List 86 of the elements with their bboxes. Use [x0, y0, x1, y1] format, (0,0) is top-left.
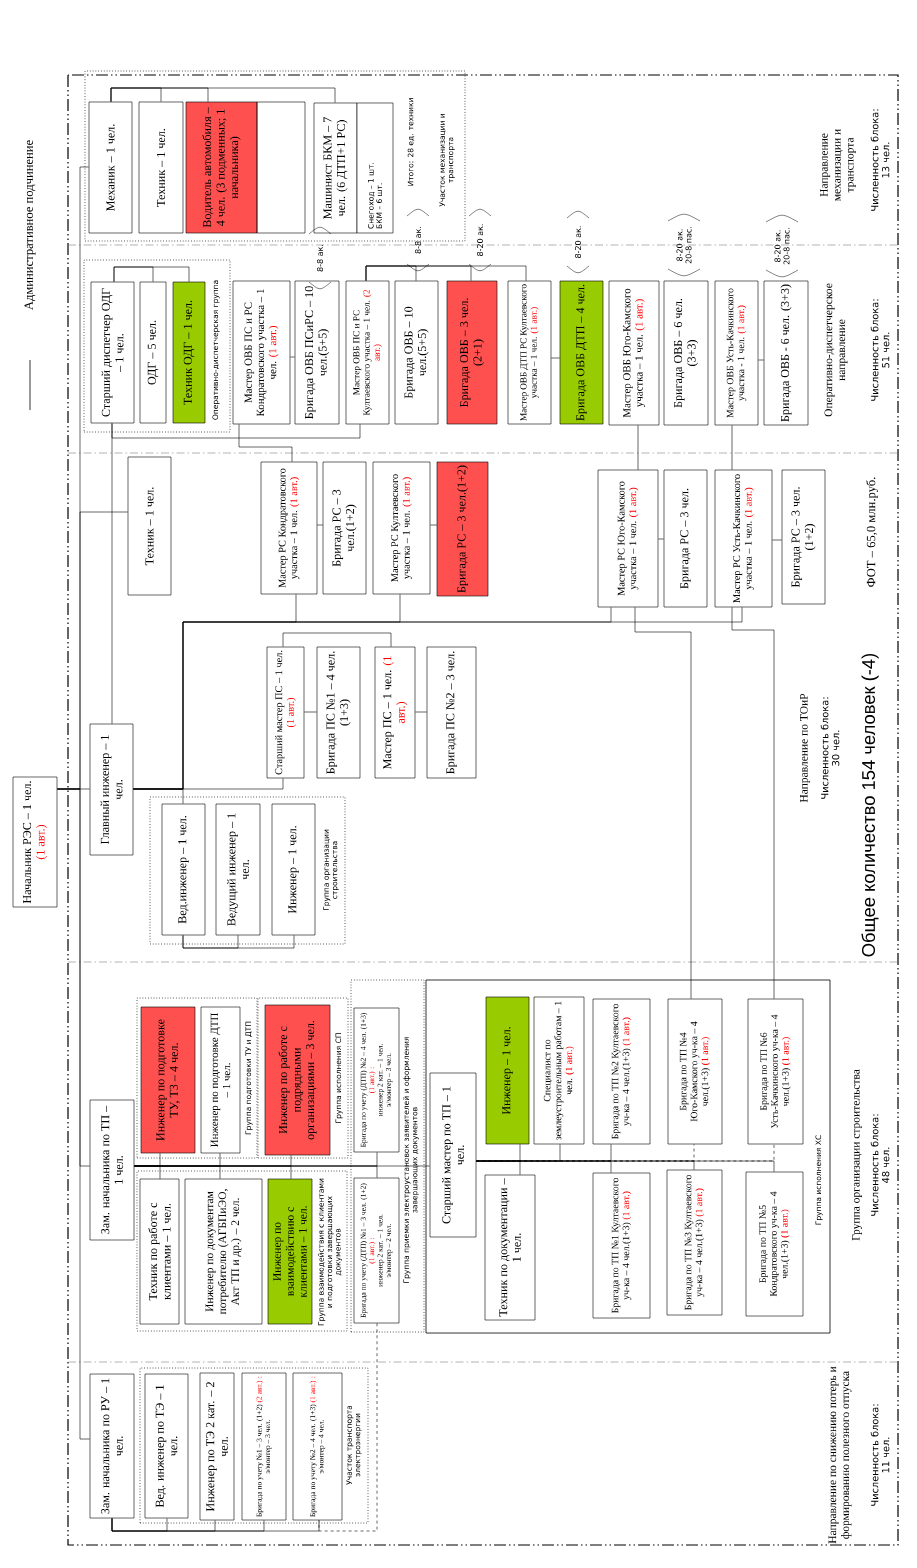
connector-line [133, 607, 743, 790]
connector-line [430, 524, 437, 526]
connector-line [318, 1323, 378, 1532]
connector-line [134, 1165, 430, 1167]
payroll-note: ФОТ – 65,0 млн.руб. [866, 477, 878, 587]
connector-line [57, 788, 90, 1440]
headcount-note: Численность блока: 51 чел. [870, 299, 890, 401]
connector-line [182, 935, 295, 949]
position-box: Вед. инженер по ТЭ – 1 чел. [144, 1373, 189, 1519]
position-box: Начальник РЭС – 1 чел. (1 авт.) [12, 776, 58, 908]
position-box: Инженер по взаимодействию с клиентами – 1 чел. [267, 1178, 313, 1325]
position-box: Техник – 1 чел. [127, 456, 172, 596]
position-box: Вед.инженер – 1 чел. [161, 803, 206, 936]
position-box: Машинист БКМ – 7 чел. (6 ДТП+1 РС) [313, 102, 358, 234]
position-box: Ведущий инженер – 1 чел. [215, 803, 261, 936]
position-box: ОДГ – 5 чел. [139, 281, 167, 424]
connector-line [637, 425, 639, 470]
position-box: Бригада РС – 3 чел. [663, 469, 708, 608]
position-box: Техник ОДГ – 1 чел. [172, 281, 206, 424]
position-box: Зам. начальника по РУ – 1 чел. [89, 1373, 135, 1519]
position-box: Техник – 1 чел. [138, 101, 184, 234]
direction-title: Группа организации строительства [852, 1069, 862, 1241]
connector-line [551, 357, 560, 359]
headcount-note: Численность блока: 11 чел. [870, 1404, 890, 1506]
position-box: Техник по работе с клиентами – 1 чел. [139, 1178, 180, 1325]
shift-label: 8-20 ак. 20-8 пас. [765, 215, 799, 277]
connector-line [634, 607, 692, 999]
connector-line [415, 711, 427, 713]
position-box: Инженер по подготовке ТУ, ТЗ – 4 чел. [140, 1006, 196, 1154]
direction-title: Направление механизации и транспорта [820, 129, 856, 201]
position-box: Бригада ОВБ – 10 чел.(5+5) [394, 280, 439, 425]
shift-label: 8-20 ак. [468, 209, 492, 271]
position-box: Механик – 1 чел. [88, 101, 133, 234]
position-box: Старший диспетчер ОДГ – 1 чел. [90, 281, 135, 424]
position-box: Мастер ОВБ ПС и РС Култаевского участка – 1 чел. (2 авт.) [345, 280, 390, 425]
connector-line [731, 607, 775, 999]
position-box: Инженер по ТЭ 2 кат. – 2 чел. [199, 1372, 235, 1521]
connector-line [317, 524, 323, 526]
connector-line [476, 1160, 775, 1172]
position-box: Бригада РС – 3 чел. (1+2) [781, 469, 826, 605]
direction-title: Направление по ТОиР [800, 693, 811, 803]
position-box: Инженер по документам потребителю (АГБПиЭО, Акт ТП и др.) – 2 чел. [184, 1178, 263, 1325]
position-box: Зам. начальника по ТП – 1 чел. [89, 1099, 135, 1241]
position-box: Водитель автомобиля – 4 чел. (3 подменных; 1 начальника) [185, 101, 258, 234]
connector-line [238, 424, 293, 462]
headcount-note: Численность блока: 30 чел. [820, 697, 840, 799]
position-box: Бригада ОВБ – 6 чел. (3+3) [663, 280, 709, 426]
connector-line [111, 423, 361, 439]
connector-line [282, 632, 392, 647]
position-box: Инженер – 1 чел. [485, 996, 530, 1145]
position-box: Инженер – 1 чел. [271, 803, 316, 936]
position-box: Бригада ПС №1 – 4 чел. (1+3) [316, 646, 361, 779]
position-box: Бригада РС – 3 чел.(1+2) [436, 461, 489, 597]
position-box: Бригада ОВБ ПСиРС – 10 чел.(5+5) [294, 280, 340, 425]
connector-line [731, 425, 733, 470]
position-box: Техник по документации – 1 чел. [484, 1174, 536, 1321]
connector-line [758, 359, 764, 361]
headcount-note: Численность блока: 48 чел. [870, 1114, 890, 1216]
vehicle-list-box [256, 101, 306, 234]
total-headcount: Общее количество 154 человек (-4) [861, 653, 879, 957]
position-box: Инженер по работе с подрядными организациями – 3 чел. [264, 1004, 331, 1156]
position-box: Бригада ОВБ – 3 чел. (2+1) [446, 280, 498, 425]
connector-line [113, 266, 190, 282]
position-box: Мастер ПС – 1 чел. (1 авт.) [374, 646, 416, 779]
position-box: Главный инженер – 1 чел. [89, 723, 134, 856]
connector-line [304, 711, 317, 713]
headcount-note: Численность блока: 13 чел. [870, 109, 890, 211]
position-box: Старший мастер по ТП – 1 чел. [429, 1072, 477, 1238]
connector-line [290, 356, 295, 358]
position-box: Бригада ПС №2 – 3 чел. [426, 646, 477, 779]
connector-line [111, 1518, 320, 1532]
legend-label: Административное подчинение [24, 140, 36, 310]
position-box: Бригада ОВБ ДТП – 4 чел. [559, 280, 604, 425]
connector-line [658, 538, 664, 540]
direction-title: Оперативно-диспетчерское направление [824, 283, 848, 417]
position-box: Бригада РС – 3 чел.(1+2) [322, 461, 367, 595]
shift-label: 8-20 ак. 20-8 пас. [667, 214, 701, 276]
connector-line [365, 265, 527, 281]
connector-line [110, 87, 336, 103]
connector-line [772, 539, 782, 541]
position-box: Бригада ОВБ - 6 чел. (3+3) [763, 280, 809, 426]
shift-label: 8-20 ак. [566, 211, 590, 273]
direction-title: Направление по снижению потерь и формированию полезного отпуска [828, 1366, 852, 1544]
position-box: Инженер по подготовке ДТП – 1 чел. [200, 1006, 241, 1154]
position-box: Старший мастер ПС – 1 чел. (1 авт.) [266, 646, 305, 779]
shift-label: 8-8 ак. [406, 209, 430, 271]
